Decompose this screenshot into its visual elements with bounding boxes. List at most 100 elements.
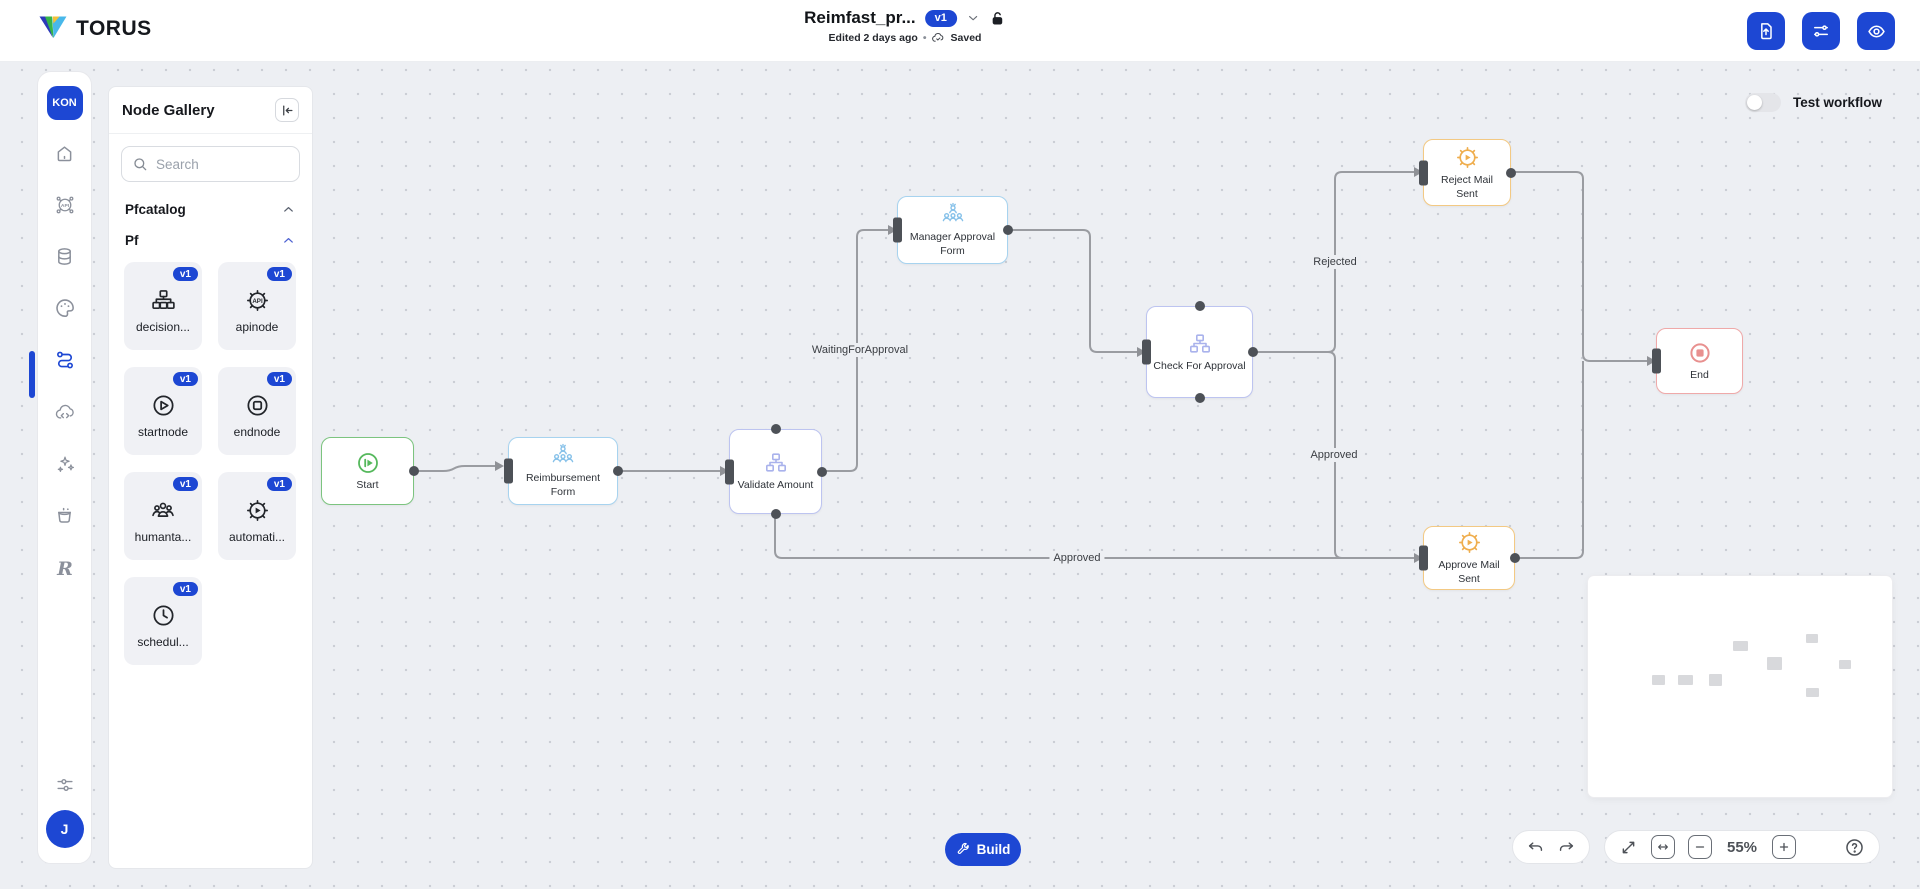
svg-text:R: R bbox=[56, 558, 73, 580]
doc-up-icon bbox=[1756, 21, 1776, 41]
user-avatar[interactable]: J bbox=[45, 810, 84, 848]
workflow-node-reject-mail-sent[interactable]: Reject Mail Sent bbox=[1419, 139, 1516, 206]
zoom-out-button[interactable] bbox=[1688, 835, 1712, 859]
port-left[interactable] bbox=[504, 458, 513, 484]
collapse-panel-button[interactable] bbox=[275, 98, 299, 122]
preview-button[interactable] bbox=[1857, 12, 1895, 50]
flow-settings-button[interactable] bbox=[1802, 12, 1840, 50]
port-bottom[interactable] bbox=[770, 509, 781, 519]
sidebar-item-ai-assist[interactable] bbox=[38, 453, 91, 475]
sidebar-item-workflow-builder[interactable] bbox=[38, 349, 91, 371]
gear-play-icon bbox=[244, 497, 271, 524]
cloud-code-icon bbox=[54, 401, 76, 423]
edge-label-check-to-reject: Rejected bbox=[1309, 255, 1361, 269]
workspace-avatar[interactable]: KON bbox=[46, 86, 83, 120]
toggle-knob bbox=[1747, 95, 1762, 110]
unlock-icon[interactable] bbox=[989, 10, 1006, 27]
version-badge: v1 bbox=[172, 477, 198, 491]
node-label: End bbox=[1690, 368, 1709, 381]
edge-validate-to-approve bbox=[774, 514, 1414, 559]
people-icon bbox=[149, 497, 177, 524]
sidebar-item-api-hub[interactable]: API bbox=[38, 194, 91, 216]
version-badge: v1 bbox=[172, 267, 198, 281]
fit-view-button[interactable] bbox=[1651, 835, 1675, 859]
workflow-node-manager-approval-form[interactable]: Manager Approval Form bbox=[893, 196, 1013, 264]
separator-dot: • bbox=[922, 32, 927, 44]
port-top[interactable] bbox=[1194, 301, 1205, 311]
version-badge: v1 bbox=[266, 477, 292, 491]
port-left[interactable] bbox=[725, 459, 734, 484]
sidebar-item-preferences[interactable] bbox=[54, 774, 76, 796]
top-bar: TORUS Reimfast_pr... v1 Edited 2 days ag… bbox=[0, 0, 1920, 62]
help-button[interactable] bbox=[1844, 837, 1865, 858]
gallery-item-label: automati... bbox=[228, 529, 286, 544]
workflow-node-start[interactable]: Start bbox=[321, 437, 419, 505]
workflow-node-reimbursement-form[interactable]: Reimbursement Form bbox=[504, 437, 623, 505]
workflow-node-end[interactable]: End bbox=[1652, 328, 1743, 394]
port-left[interactable] bbox=[1652, 348, 1661, 374]
gallery-section-pf[interactable]: Pf bbox=[109, 225, 312, 256]
edge-check-to-reject bbox=[1253, 171, 1414, 353]
port-right[interactable] bbox=[1003, 225, 1013, 235]
sidebar-item-marketplace[interactable] bbox=[38, 505, 91, 526]
port-left[interactable] bbox=[1419, 160, 1428, 185]
workflow-node-approve-mail-sent[interactable]: Approve Mail Sent bbox=[1419, 526, 1520, 590]
database-icon bbox=[54, 246, 75, 267]
sidebar-item-design-studio[interactable] bbox=[38, 297, 91, 319]
minimap[interactable] bbox=[1588, 576, 1892, 797]
edge-label-check-to-approve: Approved bbox=[1306, 448, 1362, 462]
zoom-in-button[interactable] bbox=[1772, 835, 1797, 859]
palette-icon bbox=[54, 297, 76, 319]
sidebar-nav: API R bbox=[38, 143, 91, 582]
port-right[interactable] bbox=[1506, 167, 1516, 178]
gallery-section-pfcatalog[interactable]: Pfcatalog bbox=[109, 194, 312, 225]
chevron-up-icon bbox=[281, 202, 296, 217]
port-left[interactable] bbox=[1142, 339, 1151, 365]
gallery-item-automati[interactable]: v1 automati... bbox=[218, 472, 296, 560]
redo-button[interactable] bbox=[1557, 838, 1576, 857]
port-right[interactable] bbox=[613, 466, 623, 476]
port-left[interactable] bbox=[893, 217, 902, 243]
build-button[interactable]: Build bbox=[945, 833, 1021, 866]
port-left[interactable] bbox=[1419, 545, 1428, 571]
undo-button[interactable] bbox=[1526, 838, 1545, 857]
brand-name: TORUS bbox=[76, 17, 152, 40]
search-input[interactable] bbox=[156, 156, 289, 172]
sidebar-item-cloud-code[interactable] bbox=[38, 401, 91, 423]
export-document-button[interactable] bbox=[1747, 12, 1785, 50]
node-label: Reimbursement Form bbox=[525, 471, 601, 498]
port-right[interactable] bbox=[1510, 553, 1520, 563]
version-badge[interactable]: v1 bbox=[924, 9, 957, 27]
port-bottom[interactable] bbox=[1194, 393, 1205, 403]
sidebar-footer bbox=[54, 774, 76, 796]
port-top[interactable] bbox=[770, 424, 781, 434]
test-workflow-toggle[interactable] bbox=[1745, 93, 1781, 112]
edge-manager-to-check bbox=[1008, 229, 1137, 353]
sidebar-item-home[interactable] bbox=[38, 143, 91, 164]
sidebar-item-database[interactable] bbox=[38, 246, 91, 267]
gallery-item-label: schedul... bbox=[137, 634, 189, 649]
fullscreen-button[interactable] bbox=[1619, 838, 1638, 857]
sidebar-item-r-studio[interactable]: R bbox=[38, 556, 91, 582]
edge-start-to-reimbursement bbox=[413, 465, 495, 472]
port-right[interactable] bbox=[817, 466, 827, 477]
workflow-node-validate-amount[interactable]: Validate Amount bbox=[725, 424, 827, 519]
minimap-node bbox=[1806, 687, 1820, 697]
edited-timestamp: Edited 2 days ago bbox=[828, 32, 918, 44]
flow-lines-icon bbox=[1811, 21, 1831, 41]
preferences-icon bbox=[54, 774, 76, 796]
minimap-node bbox=[1709, 674, 1723, 686]
workflow-node-check-for-approval[interactable]: Check For Approval bbox=[1142, 301, 1258, 403]
port-right[interactable] bbox=[409, 466, 419, 476]
port-right[interactable] bbox=[1248, 347, 1258, 357]
section-label: Pf bbox=[125, 233, 139, 248]
chevron-up-icon bbox=[281, 233, 296, 248]
brand[interactable]: TORUS bbox=[38, 13, 152, 45]
version-chevron-down-icon[interactable] bbox=[966, 11, 980, 25]
